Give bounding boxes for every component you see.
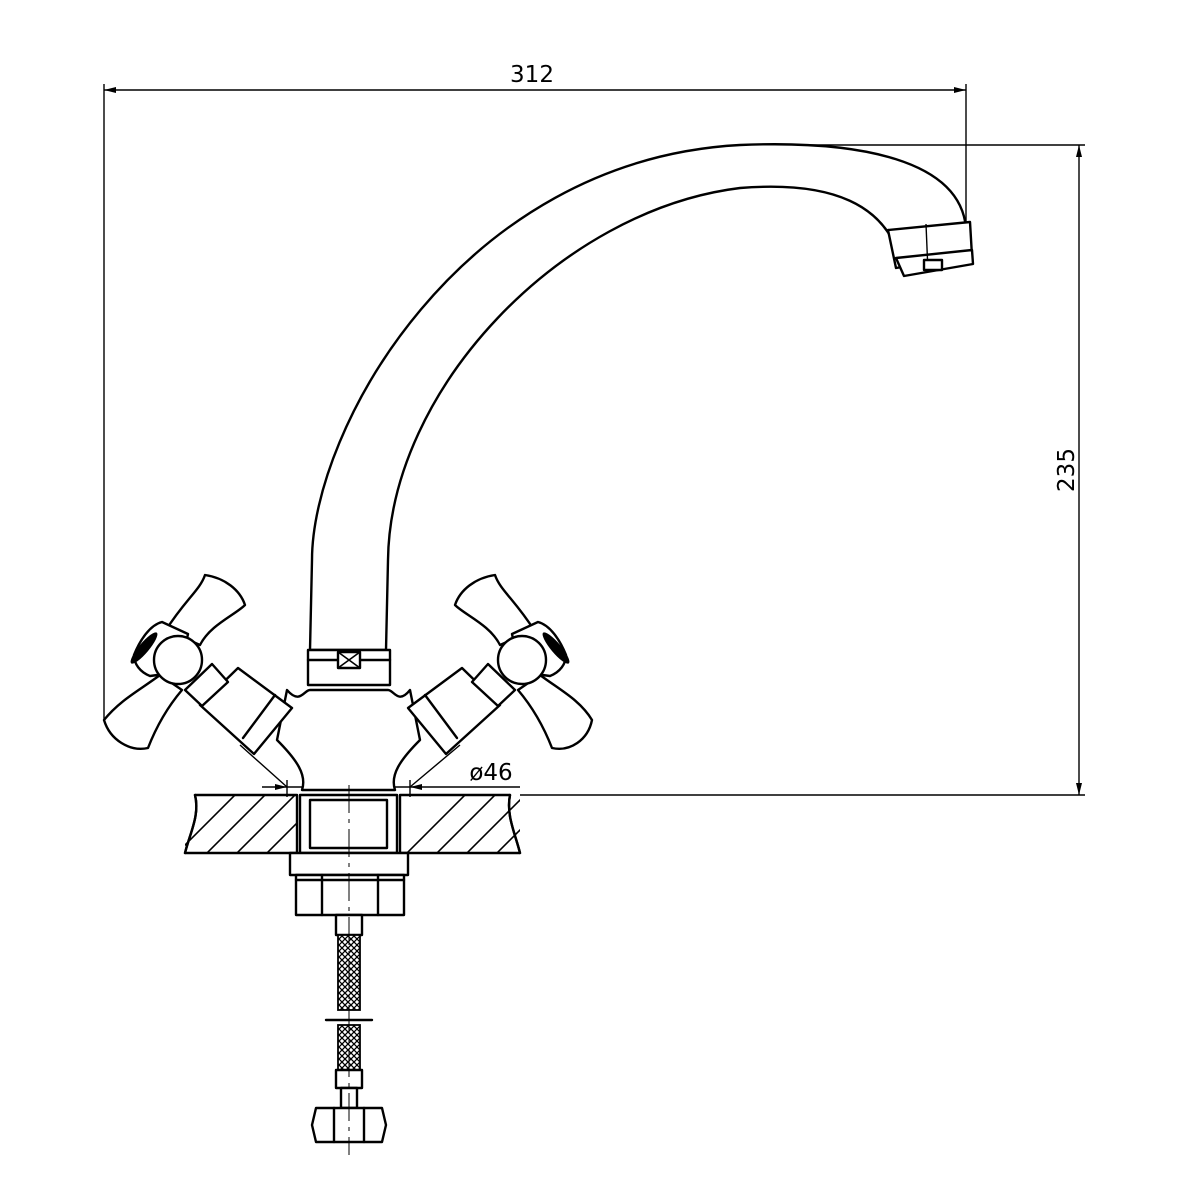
countertop-break-right bbox=[507, 793, 522, 855]
right-handle-indicator bbox=[542, 632, 570, 664]
diameter-leader-left bbox=[239, 744, 288, 788]
diameter-leader-right bbox=[409, 744, 461, 788]
right-bonnet-edge bbox=[423, 693, 459, 740]
left-handle-arm-lower bbox=[102, 673, 184, 750]
height-arrow-top bbox=[1076, 145, 1082, 157]
left-valve bbox=[183, 662, 294, 756]
left-handle-indicator bbox=[130, 632, 158, 664]
countertop-hatch-left bbox=[185, 795, 297, 853]
right-valve-stem bbox=[470, 662, 517, 708]
right-handle bbox=[453, 573, 594, 750]
left-valve-stem bbox=[183, 662, 230, 708]
countertop-break-left bbox=[183, 793, 198, 855]
hose-connector-nut bbox=[310, 1106, 388, 1144]
right-handle-arm-lower bbox=[516, 673, 594, 750]
left-handle-cap bbox=[152, 634, 204, 686]
diameter-arrow-left bbox=[275, 784, 287, 790]
left-handle-arm-upper bbox=[164, 573, 247, 647]
height-dimension: 235 bbox=[520, 144, 1085, 796]
countertop-hatch-right bbox=[405, 795, 520, 853]
faucet-body bbox=[275, 688, 422, 792]
spout-body bbox=[308, 143, 968, 652]
width-dimension: 312 bbox=[103, 62, 967, 720]
height-dimension-label: 235 bbox=[1054, 448, 1080, 492]
fixing-nut-body bbox=[294, 873, 406, 917]
flexible-hose bbox=[310, 913, 388, 1144]
countertop-section bbox=[183, 793, 522, 855]
height-arrow-bottom bbox=[1076, 783, 1082, 795]
spout-collar bbox=[306, 648, 392, 687]
countertop-left bbox=[183, 793, 299, 855]
left-bonnet-edge bbox=[241, 693, 277, 740]
right-handle-arm-upper bbox=[453, 573, 536, 647]
right-valve bbox=[406, 662, 517, 756]
left-handle bbox=[102, 573, 247, 750]
width-dimension-label: 312 bbox=[510, 62, 554, 88]
diameter-arrow-right bbox=[410, 784, 422, 790]
width-arrow-left bbox=[104, 87, 116, 93]
countertop-right bbox=[398, 793, 522, 855]
spout bbox=[308, 143, 975, 652]
aerator-slot bbox=[922, 258, 944, 272]
right-handle-cap bbox=[496, 634, 548, 686]
width-arrow-right bbox=[954, 87, 966, 93]
diameter-dimension-label: ø46 bbox=[469, 760, 512, 786]
spout-lock-cross bbox=[337, 651, 361, 669]
